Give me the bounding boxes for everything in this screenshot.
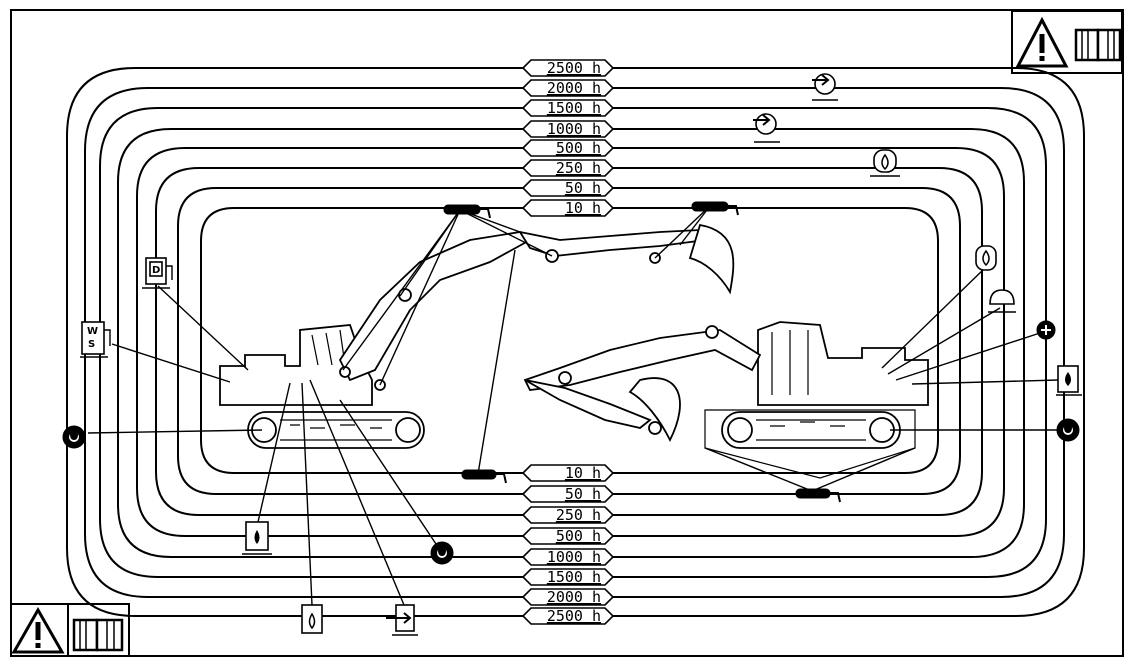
interval-loops bbox=[66, 67, 1085, 617]
air-filter-icon bbox=[812, 73, 838, 101]
warning-triangle-icon bbox=[1015, 16, 1069, 68]
interval-loop bbox=[66, 67, 1085, 617]
hour-label-top-text: 2000 h bbox=[547, 79, 601, 97]
grease-gun-icon bbox=[443, 204, 491, 219]
hour-label-top-box bbox=[521, 59, 615, 77]
grease-gun-icon bbox=[795, 488, 841, 503]
hour-label-top-text: 2500 h bbox=[547, 59, 601, 77]
gear-oil-icon bbox=[430, 541, 454, 565]
manual-book-icon bbox=[72, 618, 124, 652]
manual-book-icon bbox=[1074, 28, 1122, 62]
interval-loop bbox=[200, 207, 939, 474]
hydraulic-oil-icon bbox=[301, 604, 323, 634]
engine-oil-icon bbox=[242, 521, 272, 555]
hydraulic-tank-icon bbox=[1056, 365, 1082, 396]
top-right-warning-box bbox=[1011, 10, 1123, 74]
hour-label-top-box bbox=[521, 179, 615, 197]
hour-label-top-text: 500 h bbox=[556, 139, 601, 157]
interval-loop bbox=[136, 147, 1005, 537]
hour-label-bottom-box bbox=[521, 506, 615, 524]
hour-label-bottom-text: 2500 h bbox=[547, 607, 601, 625]
hour-label-top-box bbox=[521, 159, 615, 177]
svg-text:S: S bbox=[88, 339, 95, 350]
interval-loop bbox=[99, 107, 1047, 578]
hour-label-bottom-text: 1500 h bbox=[547, 568, 601, 586]
hour-label-bottom-text: 1000 h bbox=[547, 548, 601, 566]
grease-gun-icon bbox=[461, 469, 507, 484]
hour-label-bottom-box bbox=[521, 568, 615, 586]
hour-label-top-text: 1500 h bbox=[547, 99, 601, 117]
hour-label-bottom-text: 500 h bbox=[556, 527, 601, 545]
fuel-filter-icon bbox=[1036, 320, 1056, 340]
grease-gun-icon bbox=[691, 201, 739, 216]
hour-label-top-text: 250 h bbox=[556, 159, 601, 177]
hour-label-bottom-text: 2000 h bbox=[547, 588, 601, 606]
hour-labels-bottom: 10 h 50 h 250 h 500 h 1000 h 1500 h 2000 h2500… bbox=[521, 464, 615, 625]
warning-triangle-icon bbox=[11, 606, 65, 654]
hour-label-top-text: 1000 h bbox=[547, 120, 601, 138]
hour-label-bottom-box bbox=[521, 527, 615, 545]
hour-label-top-box bbox=[521, 99, 615, 117]
hydraulic-filter-icon bbox=[386, 604, 418, 636]
hour-label-bottom-text: 250 h bbox=[556, 506, 601, 524]
hour-label-bottom-text: 10 h bbox=[565, 464, 601, 482]
hour-label-top-text: 50 h bbox=[565, 179, 601, 197]
bottom-left-warning-box bbox=[10, 603, 130, 657]
hour-label-bottom-box bbox=[521, 588, 615, 606]
hour-label-top-box bbox=[521, 79, 615, 97]
hour-label-bottom-box bbox=[521, 607, 615, 625]
hour-label-bottom-box bbox=[521, 464, 615, 482]
fuel-tank-icon: D bbox=[142, 257, 173, 289]
interval-loop bbox=[155, 167, 983, 516]
diagram-frame bbox=[10, 9, 1124, 657]
hour-label-top-box bbox=[521, 199, 615, 217]
hour-label-bottom-box bbox=[521, 548, 615, 566]
coolant-icon bbox=[975, 245, 997, 271]
washer-fluid-icon: W S bbox=[80, 321, 111, 358]
hour-label-top-box bbox=[521, 139, 615, 157]
leader-lines bbox=[87, 205, 1066, 606]
interval-loop bbox=[84, 87, 1065, 598]
interval-loop bbox=[177, 187, 961, 495]
hour-label-top-text: 10 h bbox=[565, 199, 601, 217]
oil-drop-icon bbox=[870, 149, 900, 177]
air-cleaner-icon bbox=[988, 289, 1016, 313]
icons: D W S bbox=[62, 73, 1082, 636]
air-filter-icon bbox=[753, 113, 780, 143]
interval-loop bbox=[117, 128, 1025, 558]
svg-text:W: W bbox=[87, 326, 98, 337]
hour-label-bottom-text: 50 h bbox=[565, 485, 601, 503]
excavator-right bbox=[523, 321, 929, 479]
hour-label-bottom-box bbox=[521, 485, 615, 503]
hour-label-top-box bbox=[521, 120, 615, 138]
gear-oil-icon bbox=[62, 425, 86, 449]
svg-text:D: D bbox=[152, 265, 160, 276]
gear-oil-icon bbox=[1056, 418, 1080, 442]
